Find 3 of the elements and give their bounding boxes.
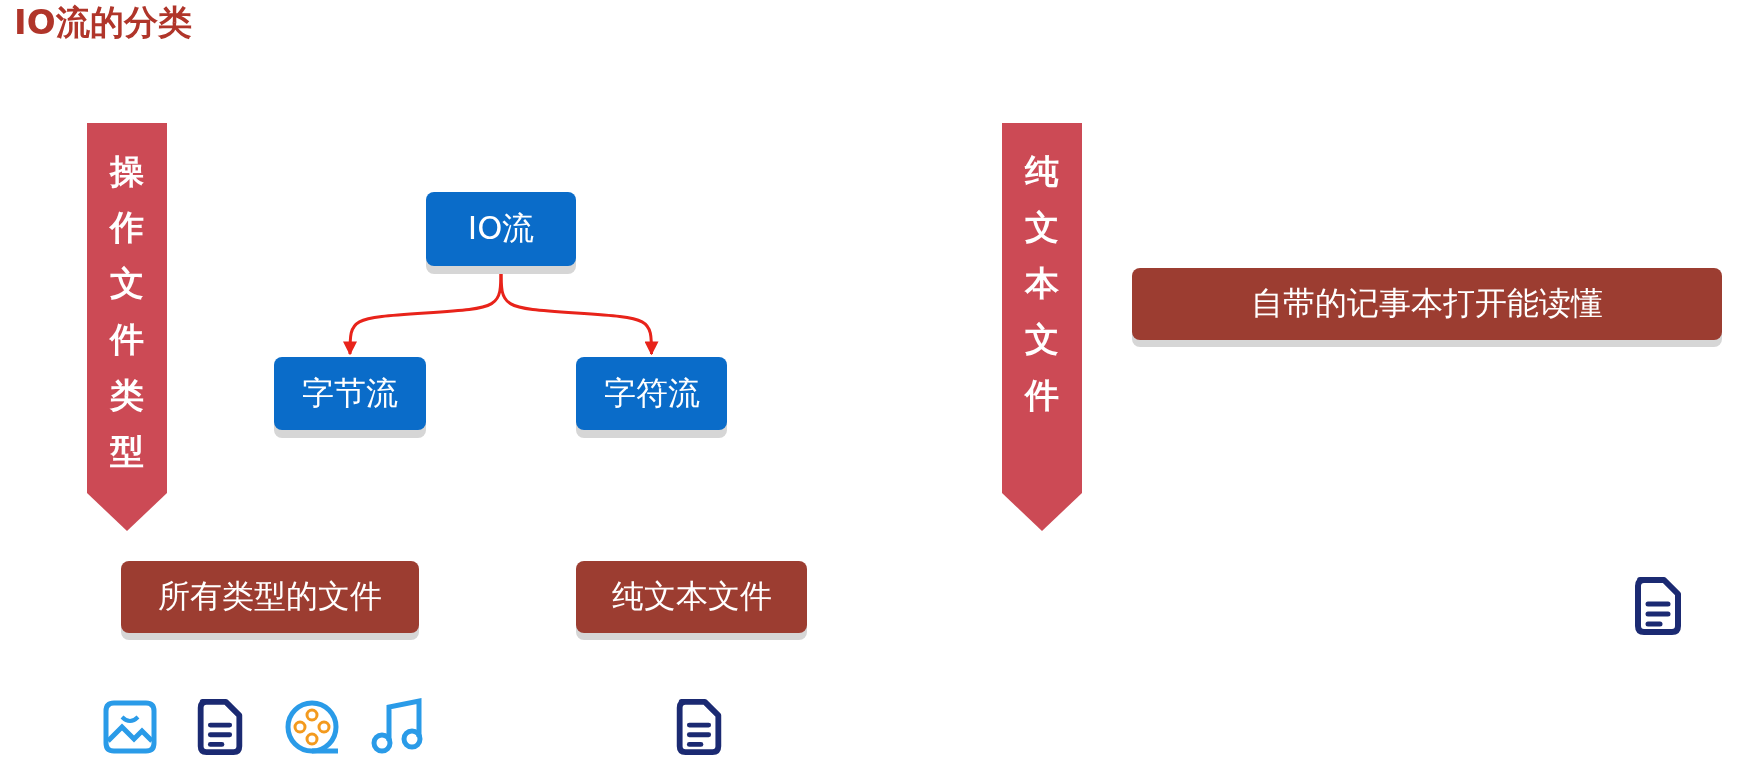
ribbon-banner: 纯文本文件 xyxy=(1002,123,1082,531)
ribbon-banner: 操作文件类型 xyxy=(87,123,167,531)
title: IO流的分类 xyxy=(14,1,192,44)
